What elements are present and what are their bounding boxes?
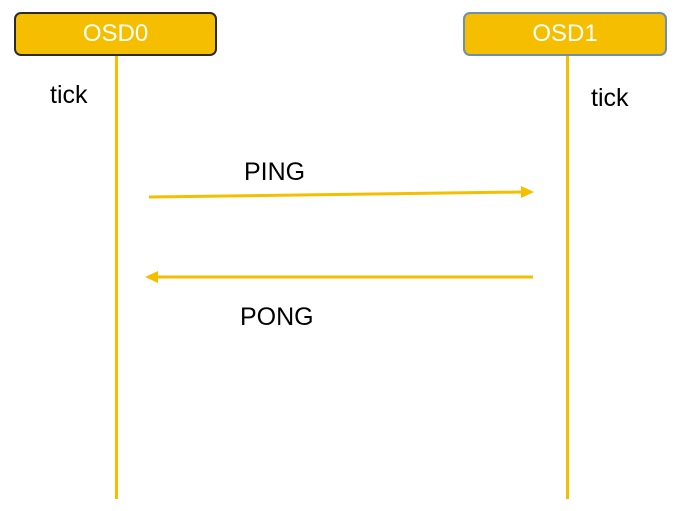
osd1-tick-label: tick bbox=[591, 84, 629, 112]
ping-arrowhead bbox=[521, 186, 534, 198]
osd0-tick-label: tick bbox=[50, 81, 88, 109]
pong-arrowhead bbox=[145, 271, 158, 283]
participant-osd0-box: OSD0 bbox=[14, 12, 217, 56]
osd0-lifeline bbox=[115, 56, 118, 499]
participant-osd0-label: OSD0 bbox=[82, 20, 149, 47]
osd1-lifeline bbox=[566, 56, 569, 499]
ping-arrow-line bbox=[148, 190, 523, 199]
participant-osd1-box: OSD1 bbox=[463, 12, 667, 56]
pong-message-label: PONG bbox=[240, 303, 314, 331]
ping-message-label: PING bbox=[244, 158, 306, 186]
participant-osd1-label: OSD1 bbox=[532, 20, 598, 47]
